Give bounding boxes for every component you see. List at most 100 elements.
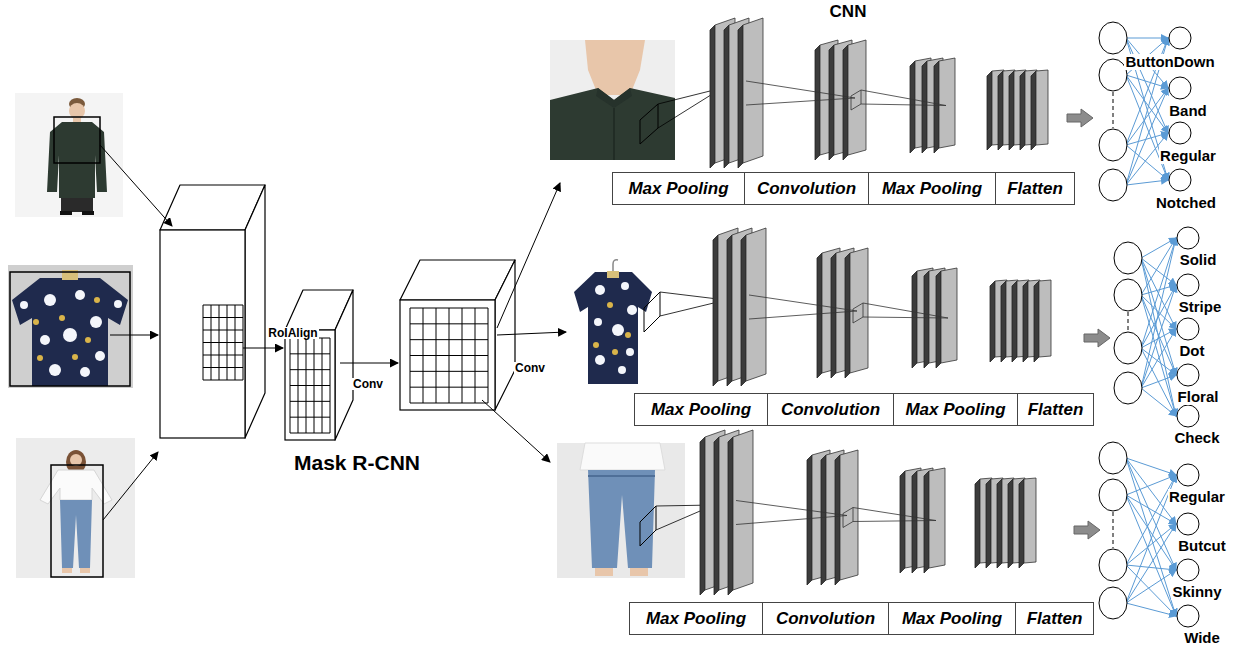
grid-line <box>203 355 243 356</box>
flower-center <box>59 315 65 321</box>
input-neuron <box>1099 22 1127 54</box>
foot <box>62 568 72 573</box>
layer-name: Convolution <box>757 179 856 199</box>
class-label: Solid <box>1179 252 1218 268</box>
connection <box>1126 75 1168 88</box>
layer-edge <box>741 235 746 386</box>
shoe <box>60 211 72 215</box>
layer-name: Max Pooling <box>902 609 1002 629</box>
input-neuron <box>1114 242 1142 274</box>
layer-edge <box>724 25 729 168</box>
connection <box>1126 180 1168 185</box>
grid-line <box>290 417 330 418</box>
layer-edge <box>1012 281 1017 362</box>
input-neuron <box>1099 587 1127 619</box>
flower-center <box>72 354 78 360</box>
layer-edge <box>714 437 719 595</box>
collar <box>596 88 632 108</box>
input-neuron <box>1099 479 1127 511</box>
arrow <box>243 348 283 349</box>
layer-edge <box>1001 281 1006 362</box>
connection <box>1141 238 1176 348</box>
flower <box>626 348 634 356</box>
grid-line <box>410 323 488 324</box>
flower-center <box>607 302 613 308</box>
feature-map-front <box>400 300 495 410</box>
feature-map-side <box>335 290 353 440</box>
grid-line <box>203 367 243 368</box>
white-top <box>580 443 665 470</box>
layer-edge <box>1023 281 1028 362</box>
floral-shirt <box>574 272 652 384</box>
flower <box>621 282 629 290</box>
arrow <box>497 183 560 328</box>
layer-edge <box>1031 71 1036 150</box>
grid-line <box>410 403 488 404</box>
layer-name: Flatten <box>1007 179 1063 199</box>
layer-name: Max Pooling <box>628 179 728 199</box>
class-label: Check <box>1173 430 1220 446</box>
operation-label: Conv <box>514 362 546 375</box>
receptive-field <box>851 90 861 110</box>
flower <box>594 318 602 326</box>
foot <box>630 568 648 576</box>
flower <box>49 364 61 376</box>
connection <box>1141 329 1176 388</box>
dashed-ellipsis <box>1128 312 1129 331</box>
receptive-line <box>749 311 857 319</box>
layer-edge <box>998 71 1003 150</box>
layer-cell: Max Pooling <box>893 393 1018 426</box>
operation-label: RoIAlign <box>267 327 318 340</box>
class-label: Butcut <box>1177 538 1227 554</box>
output-neuron <box>1177 605 1199 627</box>
class-label: Regular <box>1168 489 1226 505</box>
flower <box>114 300 122 308</box>
grid-line <box>290 385 330 386</box>
photo-background <box>8 265 133 388</box>
layer-edge <box>912 471 917 573</box>
layer-name: Max Pooling <box>905 400 1005 420</box>
layer-edge <box>1020 71 1025 150</box>
layer-name: Flatten <box>1027 609 1083 629</box>
connection <box>1141 238 1176 295</box>
receptive-field <box>640 104 658 144</box>
layer-name: Max Pooling <box>646 609 746 629</box>
receptive-line <box>853 521 936 522</box>
crop-background <box>557 443 685 578</box>
hanger <box>613 260 618 272</box>
layer-edge <box>924 471 929 573</box>
layer-name: Flatten <box>1028 400 1084 420</box>
layer-edge <box>829 45 834 160</box>
layer-edge <box>845 253 850 378</box>
layer-name: Max Pooling <box>651 400 751 420</box>
grid-line <box>290 369 330 370</box>
class-label: ButtonDown <box>1124 54 1215 70</box>
receptive-line <box>861 104 946 106</box>
flower <box>95 351 105 361</box>
connection <box>1126 495 1176 570</box>
receptive-line <box>749 295 857 311</box>
layer-edge <box>997 479 1002 568</box>
layer-slab <box>746 228 766 381</box>
photo-background <box>16 438 135 578</box>
shoe <box>82 211 94 215</box>
layer-cell: Max Pooling <box>634 393 768 426</box>
input-neuron <box>1099 129 1127 161</box>
layer-edge <box>817 253 822 378</box>
receptive-line <box>736 501 847 516</box>
input-neuron <box>1099 549 1127 581</box>
grid-line <box>410 308 488 309</box>
input-neuron <box>1114 279 1142 311</box>
flow-arrow <box>1067 109 1093 127</box>
grid-line <box>203 305 243 306</box>
layer-cell: Convolution <box>744 172 869 205</box>
jeans <box>60 500 92 568</box>
connection <box>1126 565 1176 570</box>
flower <box>627 305 637 315</box>
flower-center <box>37 355 43 361</box>
layer-edge <box>975 479 980 568</box>
input-neuron <box>1099 169 1127 201</box>
layer-slab <box>1036 70 1048 145</box>
receptive-line <box>861 90 946 106</box>
